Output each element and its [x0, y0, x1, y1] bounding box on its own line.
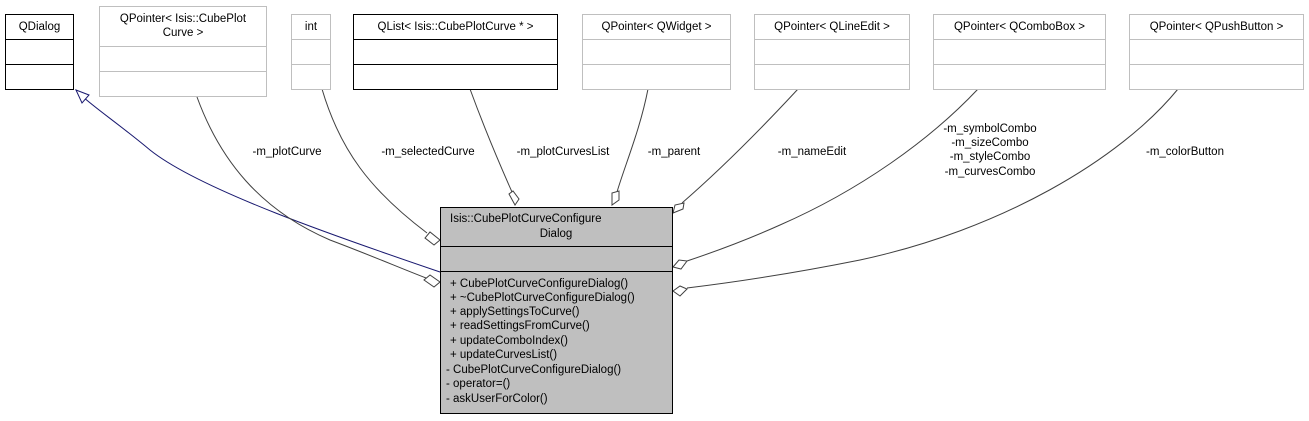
class-name-line-1: QPointer< Isis::CubePlot — [120, 13, 247, 25]
method-item: + ~CubePlotCurveConfigureDialog() — [450, 292, 635, 304]
class-name: int — [305, 21, 318, 33]
class-box-qpointer-qcombobox[interactable]: QPointer< QComboBox > — [933, 14, 1106, 90]
method-item: + applySettingsToCurve() — [450, 306, 580, 318]
main-class-name-line-2: Dialog — [540, 228, 573, 240]
class-box-qdialog[interactable]: QDialog — [5, 14, 74, 90]
edge-label-m-curvescombo: -m_curvesCombo — [945, 166, 1036, 178]
edge-m-combos — [686, 88, 979, 262]
edge-label-m-nameedit: -m_nameEdit — [778, 146, 847, 158]
edge-label-m-symbolcombo: -m_symbolCombo — [943, 123, 1036, 135]
class-box-qlist-plotcurve[interactable]: QList< Isis::CubePlotCurve * > — [353, 14, 558, 90]
edge-label-m-plotcurve: -m_plotCurve — [252, 146, 321, 158]
class-box-qpointer-plotcurve[interactable]: QPointer< Isis::CubePlot Curve > — [99, 6, 267, 97]
class-box-qpointer-qwidget[interactable]: QPointer< QWidget > — [582, 14, 731, 90]
class-name-line-2: Curve > — [163, 27, 204, 39]
composition-diamond-icon — [672, 259, 688, 270]
edge-m-colorbutton — [686, 88, 1179, 289]
composition-diamond-icon — [423, 274, 441, 288]
class-name: QPointer< QPushButton > — [1150, 21, 1284, 33]
composition-diamond-icon — [672, 285, 688, 297]
edge-m-parent — [616, 88, 649, 193]
edge-m-plotcurve — [196, 96, 427, 279]
class-name: QList< Isis::CubePlotCurve * > — [378, 21, 534, 33]
class-name: QPointer< QLineEdit > — [774, 21, 890, 33]
method-item: - askUserForColor() — [446, 393, 548, 405]
method-item: + CubePlotCurveConfigureDialog() — [450, 278, 628, 290]
edge-label-m-sizecombo: -m_sizeCombo — [951, 137, 1028, 149]
method-item: - operator=() — [446, 378, 510, 390]
class-name: QPointer< QComboBox > — [954, 21, 1085, 33]
inheritance-arrow-icon — [75, 89, 90, 104]
edge-label-m-parent: -m_parent — [648, 146, 701, 158]
edge-label-m-plotcurveslist: -m_plotCurvesList — [517, 146, 610, 158]
method-list: + CubePlotCurveConfigureDialog() + ~Cube… — [446, 278, 635, 405]
composition-diamond-icon — [611, 190, 620, 206]
edge-label-m-colorbutton: -m_colorButton — [1146, 146, 1224, 158]
main-class-name-line-1: Isis::CubePlotCurveConfigure — [450, 213, 602, 225]
edge-label-m-selectedcurve: -m_selectedCurve — [381, 146, 474, 158]
composition-diamond-icon — [508, 190, 520, 206]
method-item: + updateComboIndex() — [450, 335, 568, 347]
composition-diamond-icon — [672, 202, 685, 214]
class-name: QPointer< QWidget > — [602, 21, 712, 33]
inheritance-edge-qdialog — [81, 95, 441, 273]
class-box-main[interactable]: Isis::CubePlotCurveConfigure Dialog + Cu… — [440, 207, 673, 414]
class-box-qpointer-qlineedit[interactable]: QPointer< QLineEdit > — [754, 14, 910, 90]
class-name: QDialog — [19, 21, 61, 33]
edge-labels: -m_plotCurve -m_selectedCurve -m_plotCur… — [252, 123, 1224, 178]
composition-diamond-icon — [424, 231, 441, 246]
edge-m-plotcurveslist — [469, 88, 513, 193]
class-box-int[interactable]: int — [291, 14, 331, 90]
method-item: + updateCurvesList() — [450, 349, 557, 361]
edge-m-selectedcurve — [321, 88, 428, 234]
method-item: - CubePlotCurveConfigureDialog() — [446, 364, 621, 376]
edge-m-nameedit — [681, 88, 799, 204]
class-box-qpointer-qpushbutton[interactable]: QPointer< QPushButton > — [1129, 14, 1304, 90]
method-item: + readSettingsFromCurve() — [450, 320, 590, 332]
edges — [75, 88, 1179, 297]
edge-label-m-stylecombo: -m_styleCombo — [950, 151, 1031, 163]
